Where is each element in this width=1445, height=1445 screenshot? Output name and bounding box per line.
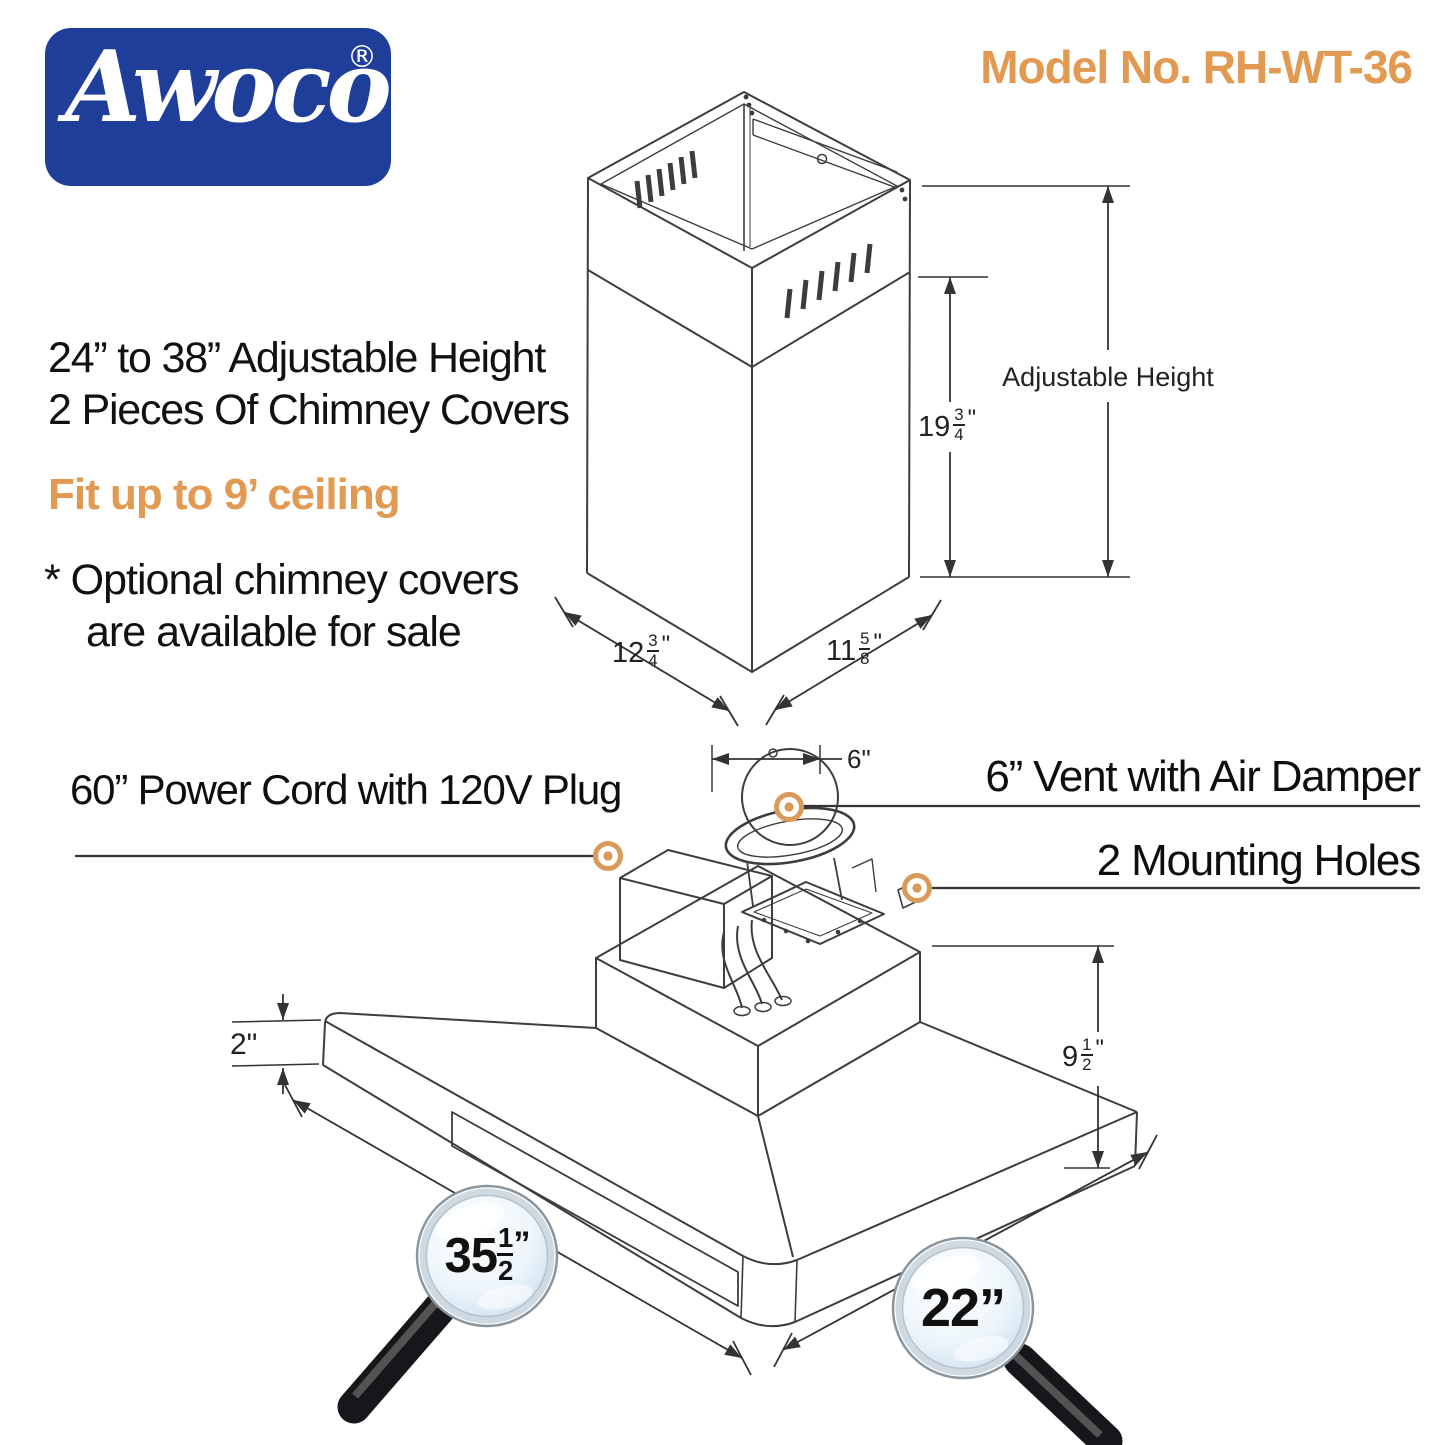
dim-whole: 35 xyxy=(444,1229,499,1283)
vent-callout: 6” Vent with Air Damper xyxy=(985,752,1421,801)
model-number: Model No. RH-WT-36 xyxy=(980,41,1413,93)
screw-dots xyxy=(743,94,908,202)
optional-covers-note-line-1: * Optional chimney covers xyxy=(44,556,519,604)
dimension-vent-diameter: 6" xyxy=(847,744,871,774)
junction-box xyxy=(619,849,773,989)
info-line-1: 24” to 38” Adjustable Height xyxy=(48,334,546,382)
dim-unit: " xyxy=(873,629,882,657)
power-cables xyxy=(721,919,792,1017)
dim-whole: 12 xyxy=(612,636,645,669)
adjustable-height-label: Adjustable Height xyxy=(1002,362,1214,392)
dim-unit: ” xyxy=(513,1224,530,1263)
dim-unit: " xyxy=(661,631,671,659)
mounting-bracket xyxy=(752,118,898,189)
vent-marker-icon xyxy=(774,792,804,822)
vent-damper xyxy=(724,748,885,945)
power-cord-callout: 60” Power Cord with 120V Plug xyxy=(70,766,622,813)
dim-whole: 9 xyxy=(1062,1040,1079,1073)
ceiling-fit-note: Fit up to 9’ ceiling xyxy=(48,470,401,519)
optional-covers-note-line-2: are available for sale xyxy=(86,608,462,656)
brand-logo-text: Awoco xyxy=(65,30,392,145)
info-line-2: 2 Pieces Of Chimney Covers xyxy=(48,386,570,434)
chimney-dimension-lines xyxy=(554,185,1130,727)
callout-marker-dots xyxy=(593,792,932,903)
dim-whole: 11 xyxy=(826,634,857,667)
power-marker-icon xyxy=(593,841,623,871)
hood-depth-magnified: 22” xyxy=(920,1278,1006,1338)
dim-unit: " xyxy=(967,405,977,433)
brand-logo: Awoco ® xyxy=(45,28,392,186)
vent-slots-right xyxy=(784,243,873,319)
registered-trademark-icon: ® xyxy=(347,40,377,75)
mounting-holes-callout: 2 Mounting Holes xyxy=(1096,836,1421,885)
hood-dimension-lines xyxy=(75,745,1420,1376)
vent-slots-left xyxy=(634,150,698,209)
magnifier-width-icon xyxy=(337,1184,559,1424)
magnifier-depth-icon xyxy=(891,1236,1123,1445)
mount-marker-icon xyxy=(902,873,932,903)
dim-whole: 19 xyxy=(918,410,951,443)
dim-unit: " xyxy=(1095,1035,1104,1063)
dimension-lip-height: 2" xyxy=(230,1028,258,1061)
chimney-drawing xyxy=(586,91,911,673)
